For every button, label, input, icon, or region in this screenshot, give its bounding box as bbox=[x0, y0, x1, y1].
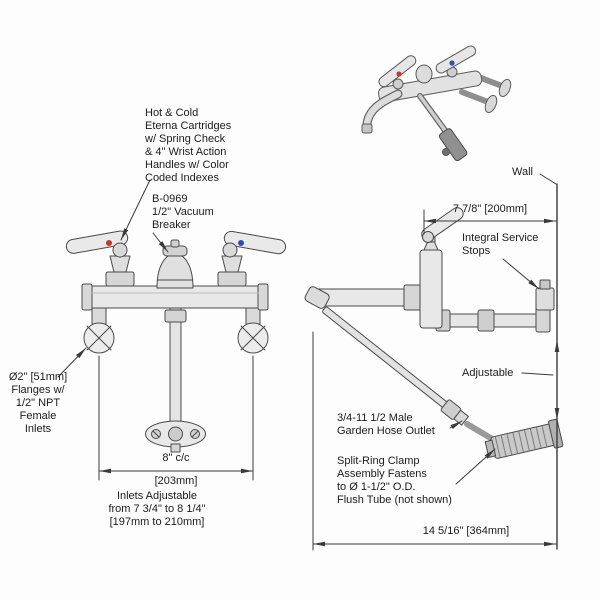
right-bonnet bbox=[221, 255, 243, 273]
dim-wall-to-body: 7 7/8" [200mm] bbox=[452, 203, 528, 215]
leader-split-ring bbox=[455, 448, 496, 485]
dim-inlet-centers-mm: [203mm] bbox=[154, 475, 198, 487]
integral-stop bbox=[535, 287, 555, 311]
spout-nozzle bbox=[304, 286, 330, 309]
dim-inlet-centers: 8" c/c bbox=[162, 452, 190, 464]
body-endcap-left bbox=[81, 283, 93, 311]
hot-index-dot bbox=[106, 240, 112, 246]
iso-right-handle bbox=[435, 45, 477, 74]
label-service-stops: Integral Service Stops bbox=[462, 232, 539, 257]
vacuum-breaker-tip bbox=[170, 239, 180, 248]
left-bonnet-nut bbox=[105, 271, 135, 287]
screw-slot-right bbox=[191, 430, 199, 438]
leader-lines bbox=[57, 173, 557, 485]
front-view bbox=[65, 230, 287, 453]
leader-service-stops bbox=[502, 258, 540, 290]
iso-vacuum-breaker bbox=[415, 64, 433, 84]
leader-wall bbox=[539, 173, 557, 185]
iso-wall-flange bbox=[484, 94, 498, 114]
clamp-collar-right bbox=[548, 418, 564, 449]
leader-flanges bbox=[57, 347, 87, 378]
label-flanges: Ø2" [51mm] Flanges w/ 1/2" NPT Female In… bbox=[8, 371, 68, 435]
clamp-knurling bbox=[494, 426, 548, 458]
downtube-stub bbox=[170, 443, 181, 453]
label-adjustable: Adjustable bbox=[462, 367, 514, 379]
left-flange-xmark2 bbox=[86, 325, 112, 351]
vacuum-breaker-bell bbox=[156, 253, 194, 289]
leader-adjustable bbox=[521, 372, 554, 376]
leader-cartridges bbox=[120, 179, 151, 241]
right-handle bbox=[223, 230, 287, 255]
dim-overall: 14 5/16" [364mm] bbox=[422, 525, 510, 537]
cold-index-dot bbox=[238, 240, 244, 246]
right-flange-xmark2 bbox=[240, 325, 266, 351]
iso-clamp-knob bbox=[442, 148, 450, 156]
label-inlets-adjustable: Inlets Adjustable from 7 3/4" to 8 1/4" … bbox=[108, 490, 206, 528]
integral-stop-cap bbox=[539, 279, 551, 290]
iso-spout bbox=[363, 90, 402, 130]
left-handle-hub bbox=[112, 242, 128, 258]
left-bonnet bbox=[109, 255, 131, 273]
label-cartridges: Hot & Cold Eterna Cartridges w/ Spring C… bbox=[145, 107, 232, 184]
dimension-lines bbox=[98, 209, 560, 551]
iso-wall-nipple bbox=[459, 89, 491, 105]
right-bonnet-nut bbox=[217, 271, 247, 287]
faucet-body bbox=[85, 285, 265, 309]
left-inlet-nipple bbox=[91, 305, 107, 325]
side-handle-hub bbox=[422, 231, 434, 243]
iso-hot-index-dot bbox=[396, 71, 402, 77]
split-ring-clamp bbox=[484, 418, 564, 459]
screw-slot-left bbox=[152, 430, 160, 438]
iso-spout-tip bbox=[361, 123, 373, 134]
right-handle-hub bbox=[222, 242, 238, 258]
leader-hose-outlet bbox=[449, 420, 463, 430]
downtube-nut bbox=[164, 309, 187, 323]
label-vacuum-breaker: B-0969 1/2" Vacuum Breaker bbox=[152, 193, 214, 231]
iso-cold-index-dot bbox=[449, 60, 455, 66]
iso-split-ring-clamp bbox=[438, 128, 468, 162]
iso-left-bonnet bbox=[392, 78, 404, 90]
iso-wall-flange-2 bbox=[498, 78, 512, 98]
spout-swing-nut bbox=[403, 284, 423, 311]
clamp-link bbox=[464, 421, 497, 443]
flush-downtube bbox=[169, 307, 182, 429]
label-wall: Wall bbox=[512, 166, 533, 178]
escutcheon-hub bbox=[168, 426, 183, 442]
leader-vacuum-breaker bbox=[152, 232, 169, 253]
pipe-union-nut bbox=[477, 309, 495, 332]
body-endcap-right bbox=[257, 283, 269, 311]
label-hose-outlet: 3/4-11 1/2 Male Garden Hose Outlet bbox=[337, 412, 435, 437]
faucet-body-side bbox=[419, 249, 443, 329]
isometric-view bbox=[361, 45, 512, 162]
side-view bbox=[304, 207, 564, 459]
label-split-ring: Split-Ring Clamp Assembly Fastens to Ø 1… bbox=[337, 455, 452, 506]
